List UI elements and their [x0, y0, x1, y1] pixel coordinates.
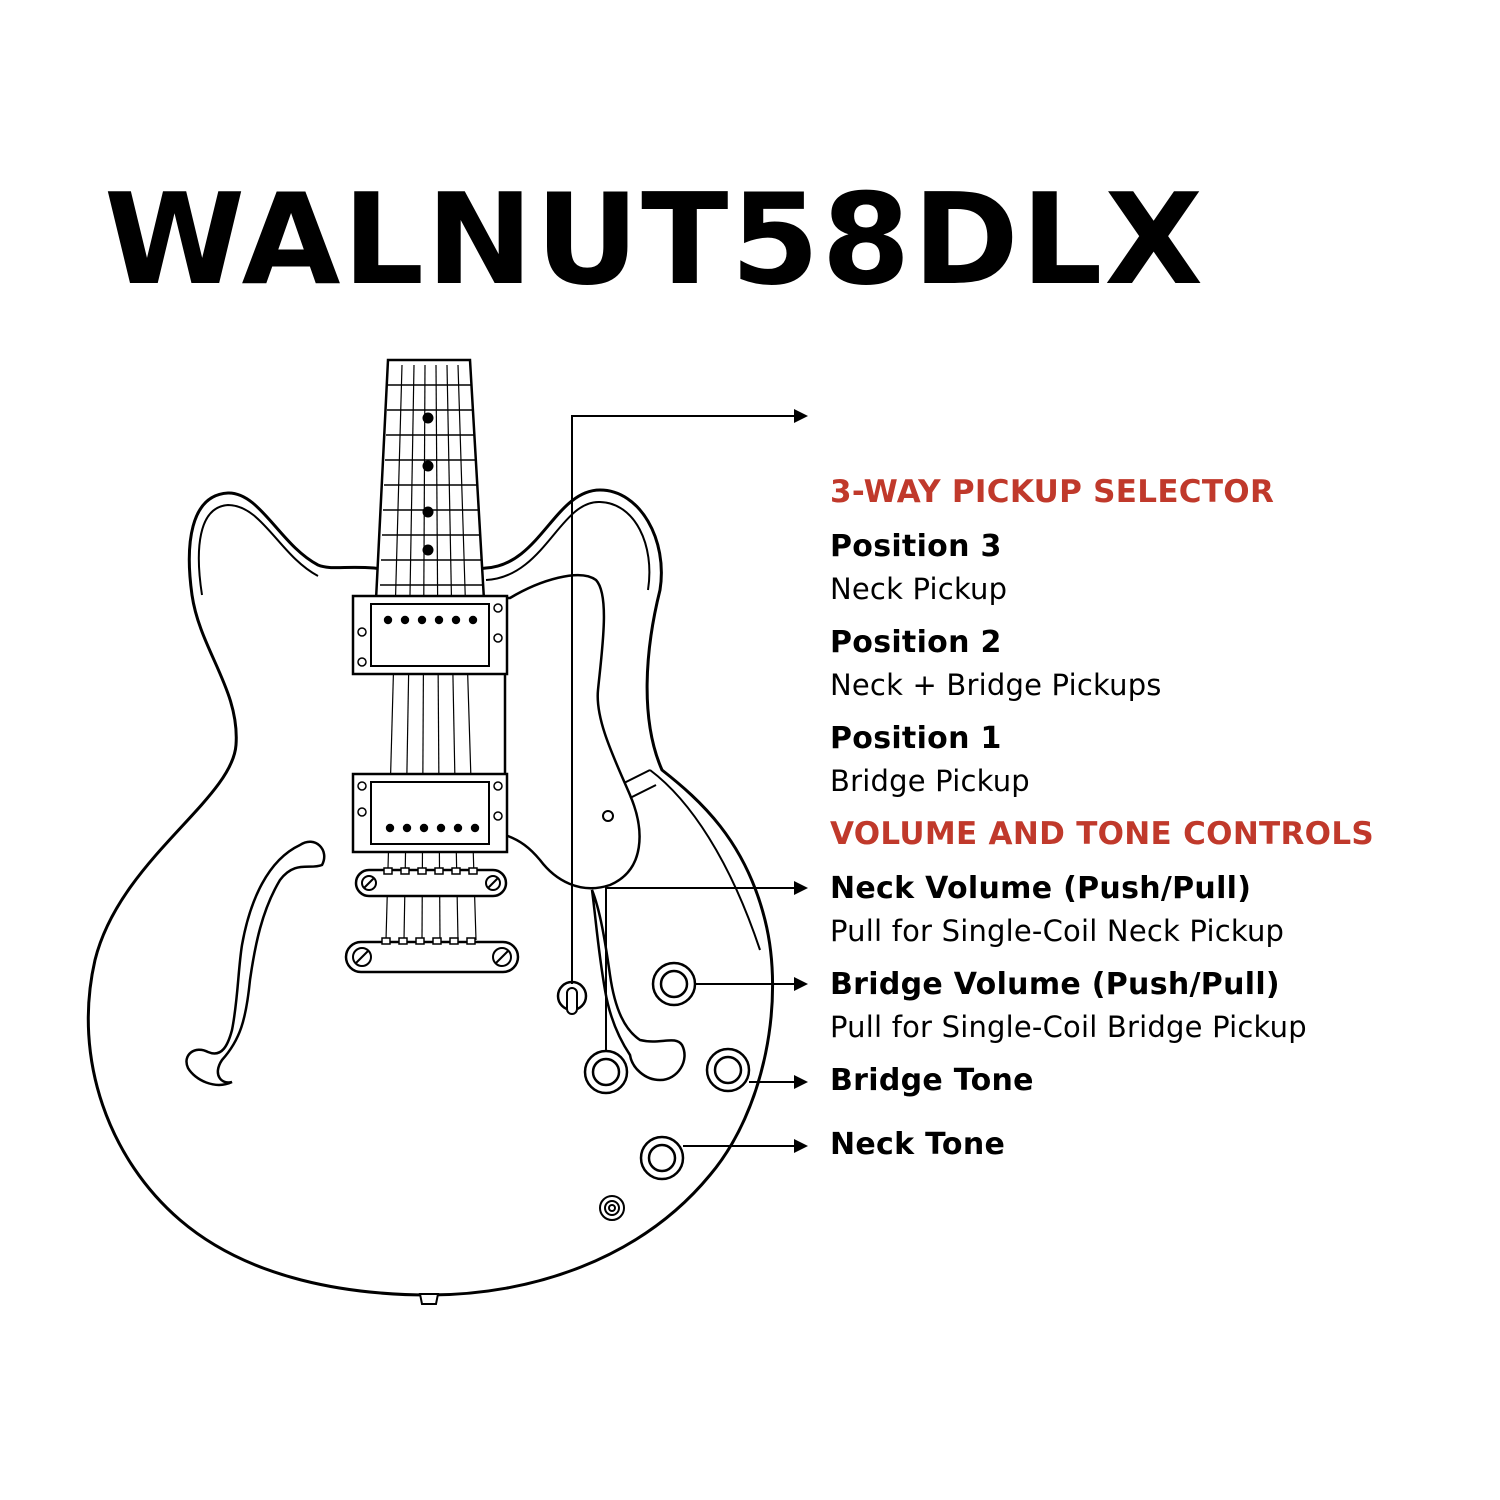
neck-tone-label: Neck Tone: [830, 1127, 1006, 1162]
f-hole-left: [185, 840, 326, 1087]
tailpiece: [344, 937, 520, 974]
leader-selector: [571, 409, 808, 984]
page-title: WALNUT58DLX: [104, 167, 1206, 314]
toggle-switch: [556, 980, 588, 1015]
selector-heading: 3-WAY PICKUP SELECTOR: [830, 474, 1275, 510]
position-1-description: Bridge Pickup: [830, 764, 1030, 798]
knob-neck-tone: [639, 1135, 685, 1181]
output-jack: [599, 1195, 625, 1221]
bridge-pickup: [351, 772, 509, 854]
bridge: [354, 867, 508, 898]
strap-button: [418, 1293, 440, 1305]
f-hole-right: [590, 889, 686, 1082]
fretboard: [374, 358, 486, 602]
position-3-label: Position 3: [830, 529, 1002, 564]
leader-lines: [571, 409, 808, 1153]
neck-pickup: [351, 594, 509, 676]
controls-heading: VOLUME AND TONE CONTROLS: [830, 816, 1375, 852]
position-2-label: Position 2: [830, 625, 1002, 660]
pickguard-bracket: [623, 769, 761, 951]
knob-bridge-tone: [705, 1047, 751, 1093]
body-binding-line: [197, 500, 651, 596]
pickguard-screw: [602, 810, 614, 822]
bridge-tone-label: Bridge Tone: [830, 1063, 1034, 1098]
position-2-description: Neck + Bridge Pickups: [830, 668, 1162, 702]
leader-neck-volume: [605, 881, 808, 1052]
position-1-label: Position 1: [830, 721, 1002, 756]
knob-bridge-volume: [651, 961, 697, 1007]
position-3-description: Neck Pickup: [830, 572, 1008, 606]
bridge-volume-description: Pull for Single-Coil Bridge Pickup: [830, 1010, 1307, 1044]
neck-volume-label: Neck Volume (Push/Pull): [830, 871, 1252, 906]
neck-volume-description: Pull for Single-Coil Neck Pickup: [830, 914, 1285, 948]
bridge-volume-label: Bridge Volume (Push/Pull): [830, 967, 1280, 1002]
knob-neck-volume: [583, 1049, 629, 1095]
